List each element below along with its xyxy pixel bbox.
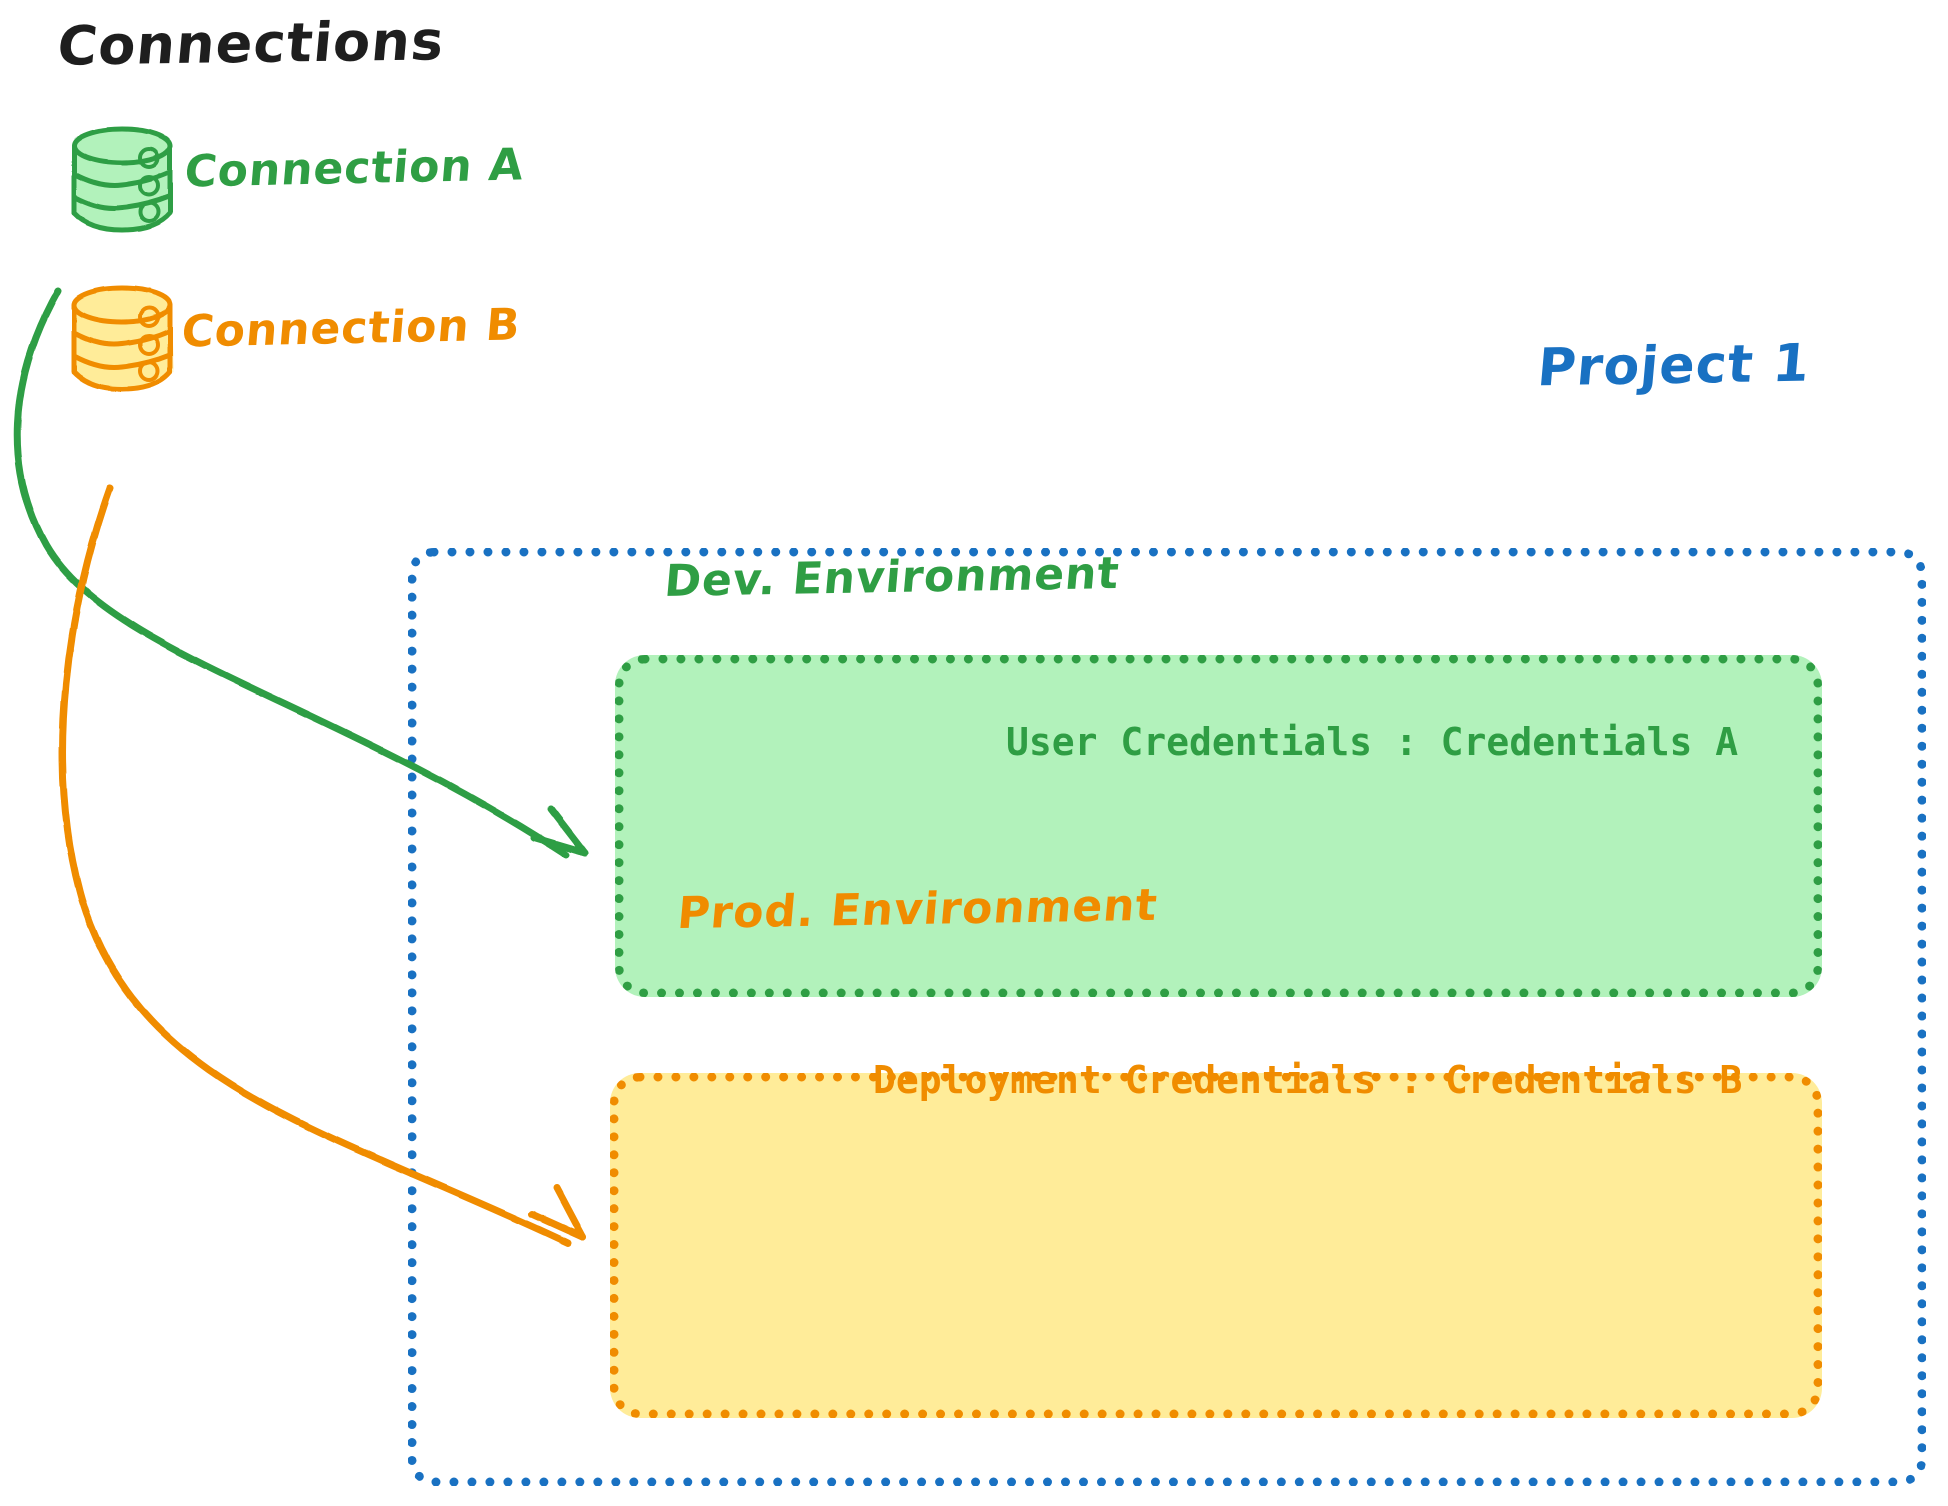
project-container xyxy=(408,548,1926,1486)
connection-b-label[interactable]: Connection B xyxy=(179,299,523,358)
dev-environment-credentials: User Credentials : Credentials A xyxy=(1006,720,1739,764)
dev-environment-box xyxy=(615,655,1822,997)
database-cylinder-icon-connection-b[interactable] xyxy=(71,285,174,392)
prod-environment-title: Prod. Environment xyxy=(675,879,1160,940)
project-title: Project 1 xyxy=(1535,333,1813,399)
dev-environment-title: Dev. Environment xyxy=(662,548,1122,607)
connection-a-label[interactable]: Connection A xyxy=(182,139,527,198)
prod-environment-credentials: Deployment Credentials : Credentials B xyxy=(873,1058,1743,1102)
page-title: Connections xyxy=(54,9,448,78)
database-cylinder-icon-connection-a[interactable] xyxy=(71,126,173,233)
prod-environment-box xyxy=(610,1073,1822,1418)
arrow-connection-b-to-prod xyxy=(59,484,587,1247)
